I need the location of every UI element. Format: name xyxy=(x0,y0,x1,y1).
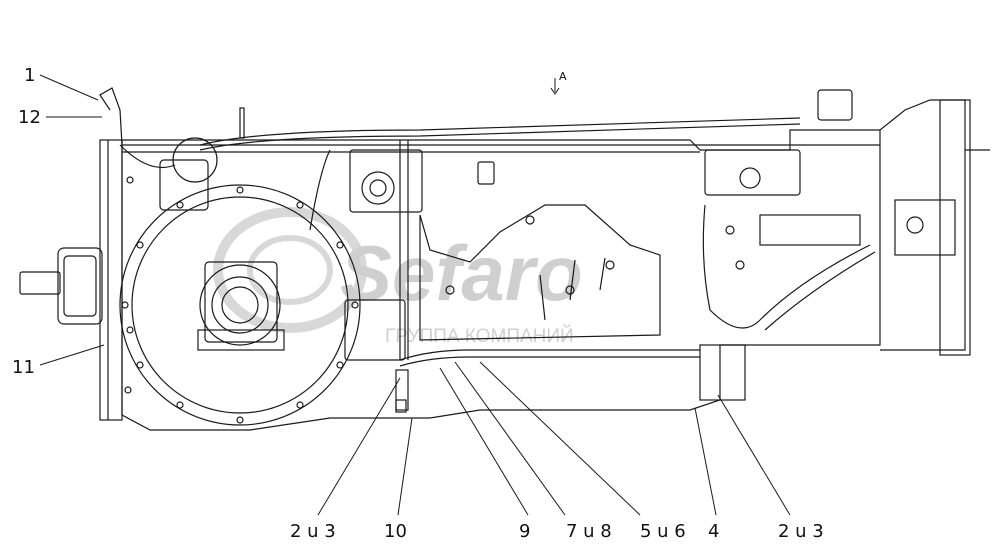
callout-11: 11 xyxy=(12,357,35,378)
watermark-brand: Sefaro xyxy=(340,229,583,317)
callout-9: 9 xyxy=(519,521,530,542)
callout-10: 10 xyxy=(384,521,407,542)
pump-unit xyxy=(159,159,209,211)
input-flange xyxy=(57,247,103,325)
callout-2u3-right: 2 u 3 xyxy=(778,521,824,542)
control-plate xyxy=(419,204,661,341)
callout-1: 1 xyxy=(24,65,35,86)
rear-cover xyxy=(704,149,801,196)
view-marker-a: A xyxy=(559,70,567,83)
line-drawing xyxy=(19,87,990,431)
distributor-block xyxy=(349,149,423,213)
callout-5u6: 5 u 6 xyxy=(640,521,686,542)
clutch-housing xyxy=(119,184,361,426)
lower-pipe xyxy=(399,349,700,361)
watermark-tagline: ГРУППА КОМПАНИЙ xyxy=(385,325,574,347)
callout-labels: A 1 12 11 2 u 3 10 9 7 u 8 5 u 6 4 2 u 3 xyxy=(12,65,824,542)
callout-12: 12 xyxy=(18,107,41,128)
input-shaft xyxy=(19,271,61,295)
callout-7u8: 7 u 8 xyxy=(566,521,612,542)
watermark: Sefaro ГРУППА КОМПАНИЙ xyxy=(213,207,583,347)
top-pipe xyxy=(199,117,801,146)
bolt-circle xyxy=(121,176,359,424)
callout-4: 4 xyxy=(708,521,719,542)
top-valve xyxy=(817,89,853,121)
callout-2u3-left: 2 u 3 xyxy=(290,521,336,542)
bell-housing-plate xyxy=(99,139,123,421)
leader-lines xyxy=(39,74,791,516)
